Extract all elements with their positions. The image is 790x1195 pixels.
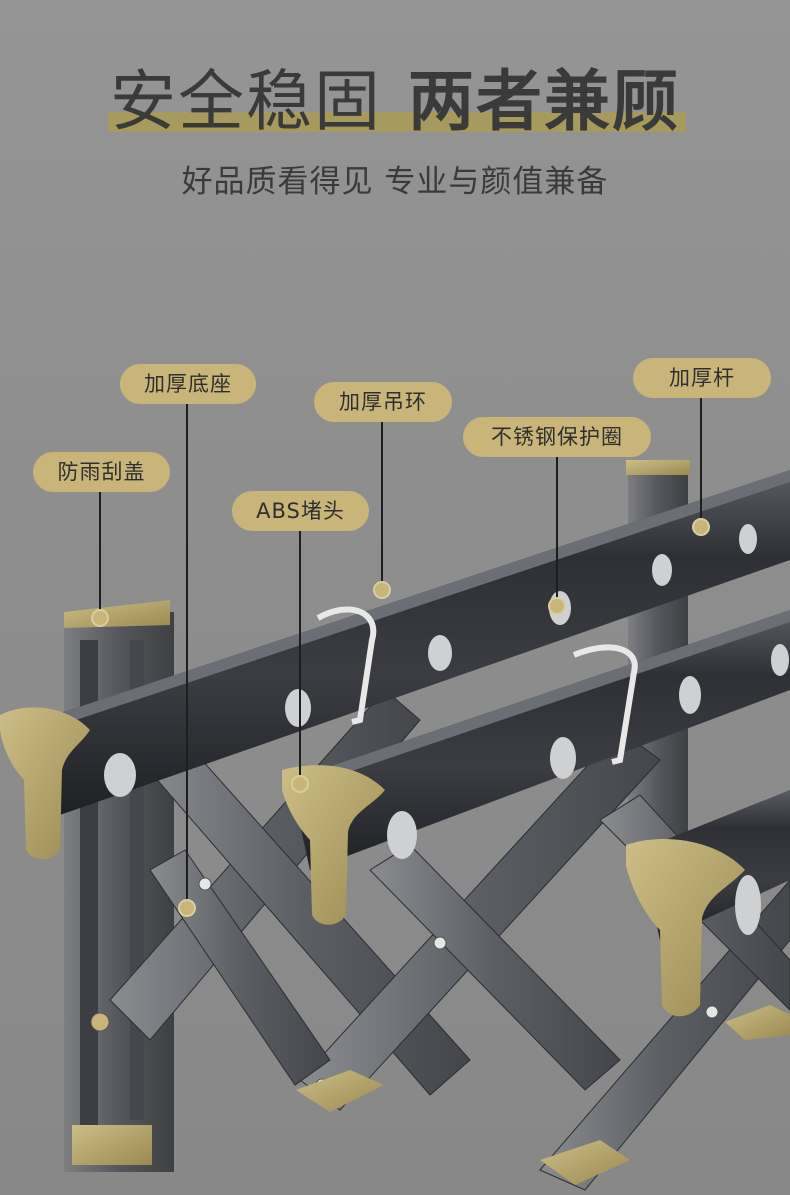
cap-2	[282, 765, 385, 925]
label-rod: 加厚杆	[633, 358, 771, 398]
arm-foot-1	[296, 1070, 384, 1112]
rod-top	[40, 470, 790, 815]
arm-foot-3	[725, 1005, 790, 1040]
label-base: 加厚底座	[120, 364, 256, 404]
page-subtitle: 好品质看得见 专业与颜值兼备	[181, 164, 609, 200]
cap-1	[0, 707, 90, 859]
headline: 安全稳固两者兼顾	[0, 62, 790, 142]
hanging-ring-2	[572, 644, 638, 765]
label-cover: 防雨刮盖	[33, 452, 170, 492]
arm-foot-2	[540, 1140, 630, 1185]
label-cap: ABS堵头	[232, 491, 369, 531]
rain-cover	[64, 600, 170, 628]
label-ring: 不锈钢保护圈	[463, 417, 651, 457]
title-light: 安全稳固	[110, 63, 382, 140]
callout-dots	[91, 518, 710, 917]
label-hook: 加厚吊环	[314, 382, 452, 422]
title-highlight-bar	[108, 112, 686, 132]
page-title: 安全稳固两者兼顾	[110, 62, 680, 142]
hanging-ring-1	[316, 606, 377, 725]
rod-middle	[290, 610, 790, 870]
title-bold: 两者兼顾	[408, 63, 680, 140]
cap-3	[626, 839, 745, 1017]
callout-lines	[99, 396, 702, 908]
